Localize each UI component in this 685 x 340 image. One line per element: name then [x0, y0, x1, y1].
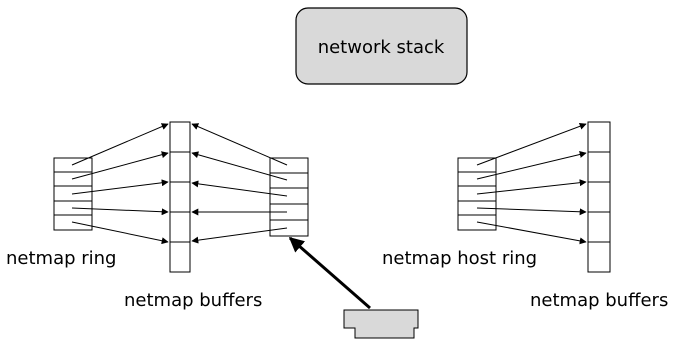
right-netmap-buffers [587, 121, 611, 273]
nic-to-ring-arrow [288, 236, 371, 310]
left-buffers-label: netmap buffers [124, 290, 262, 311]
network-stack-rect [295, 7, 468, 85]
right-buffers-label: netmap buffers [530, 290, 668, 311]
left-ring-label: netmap ring [6, 248, 117, 269]
left-nic-ring [269, 157, 309, 237]
nic-card [343, 309, 419, 339]
left-ring-to-buffer-arrows [71, 123, 169, 245]
left-netmap-buffers [169, 121, 191, 273]
host-ring-label: netmap host ring [382, 248, 537, 269]
network-stack-box: network stack [295, 7, 468, 85]
nic-ring-to-buffer-arrows [191, 123, 288, 244]
host-ring-to-buffer-arrows [476, 122, 587, 245]
network-stack-label: network stack [318, 37, 445, 58]
